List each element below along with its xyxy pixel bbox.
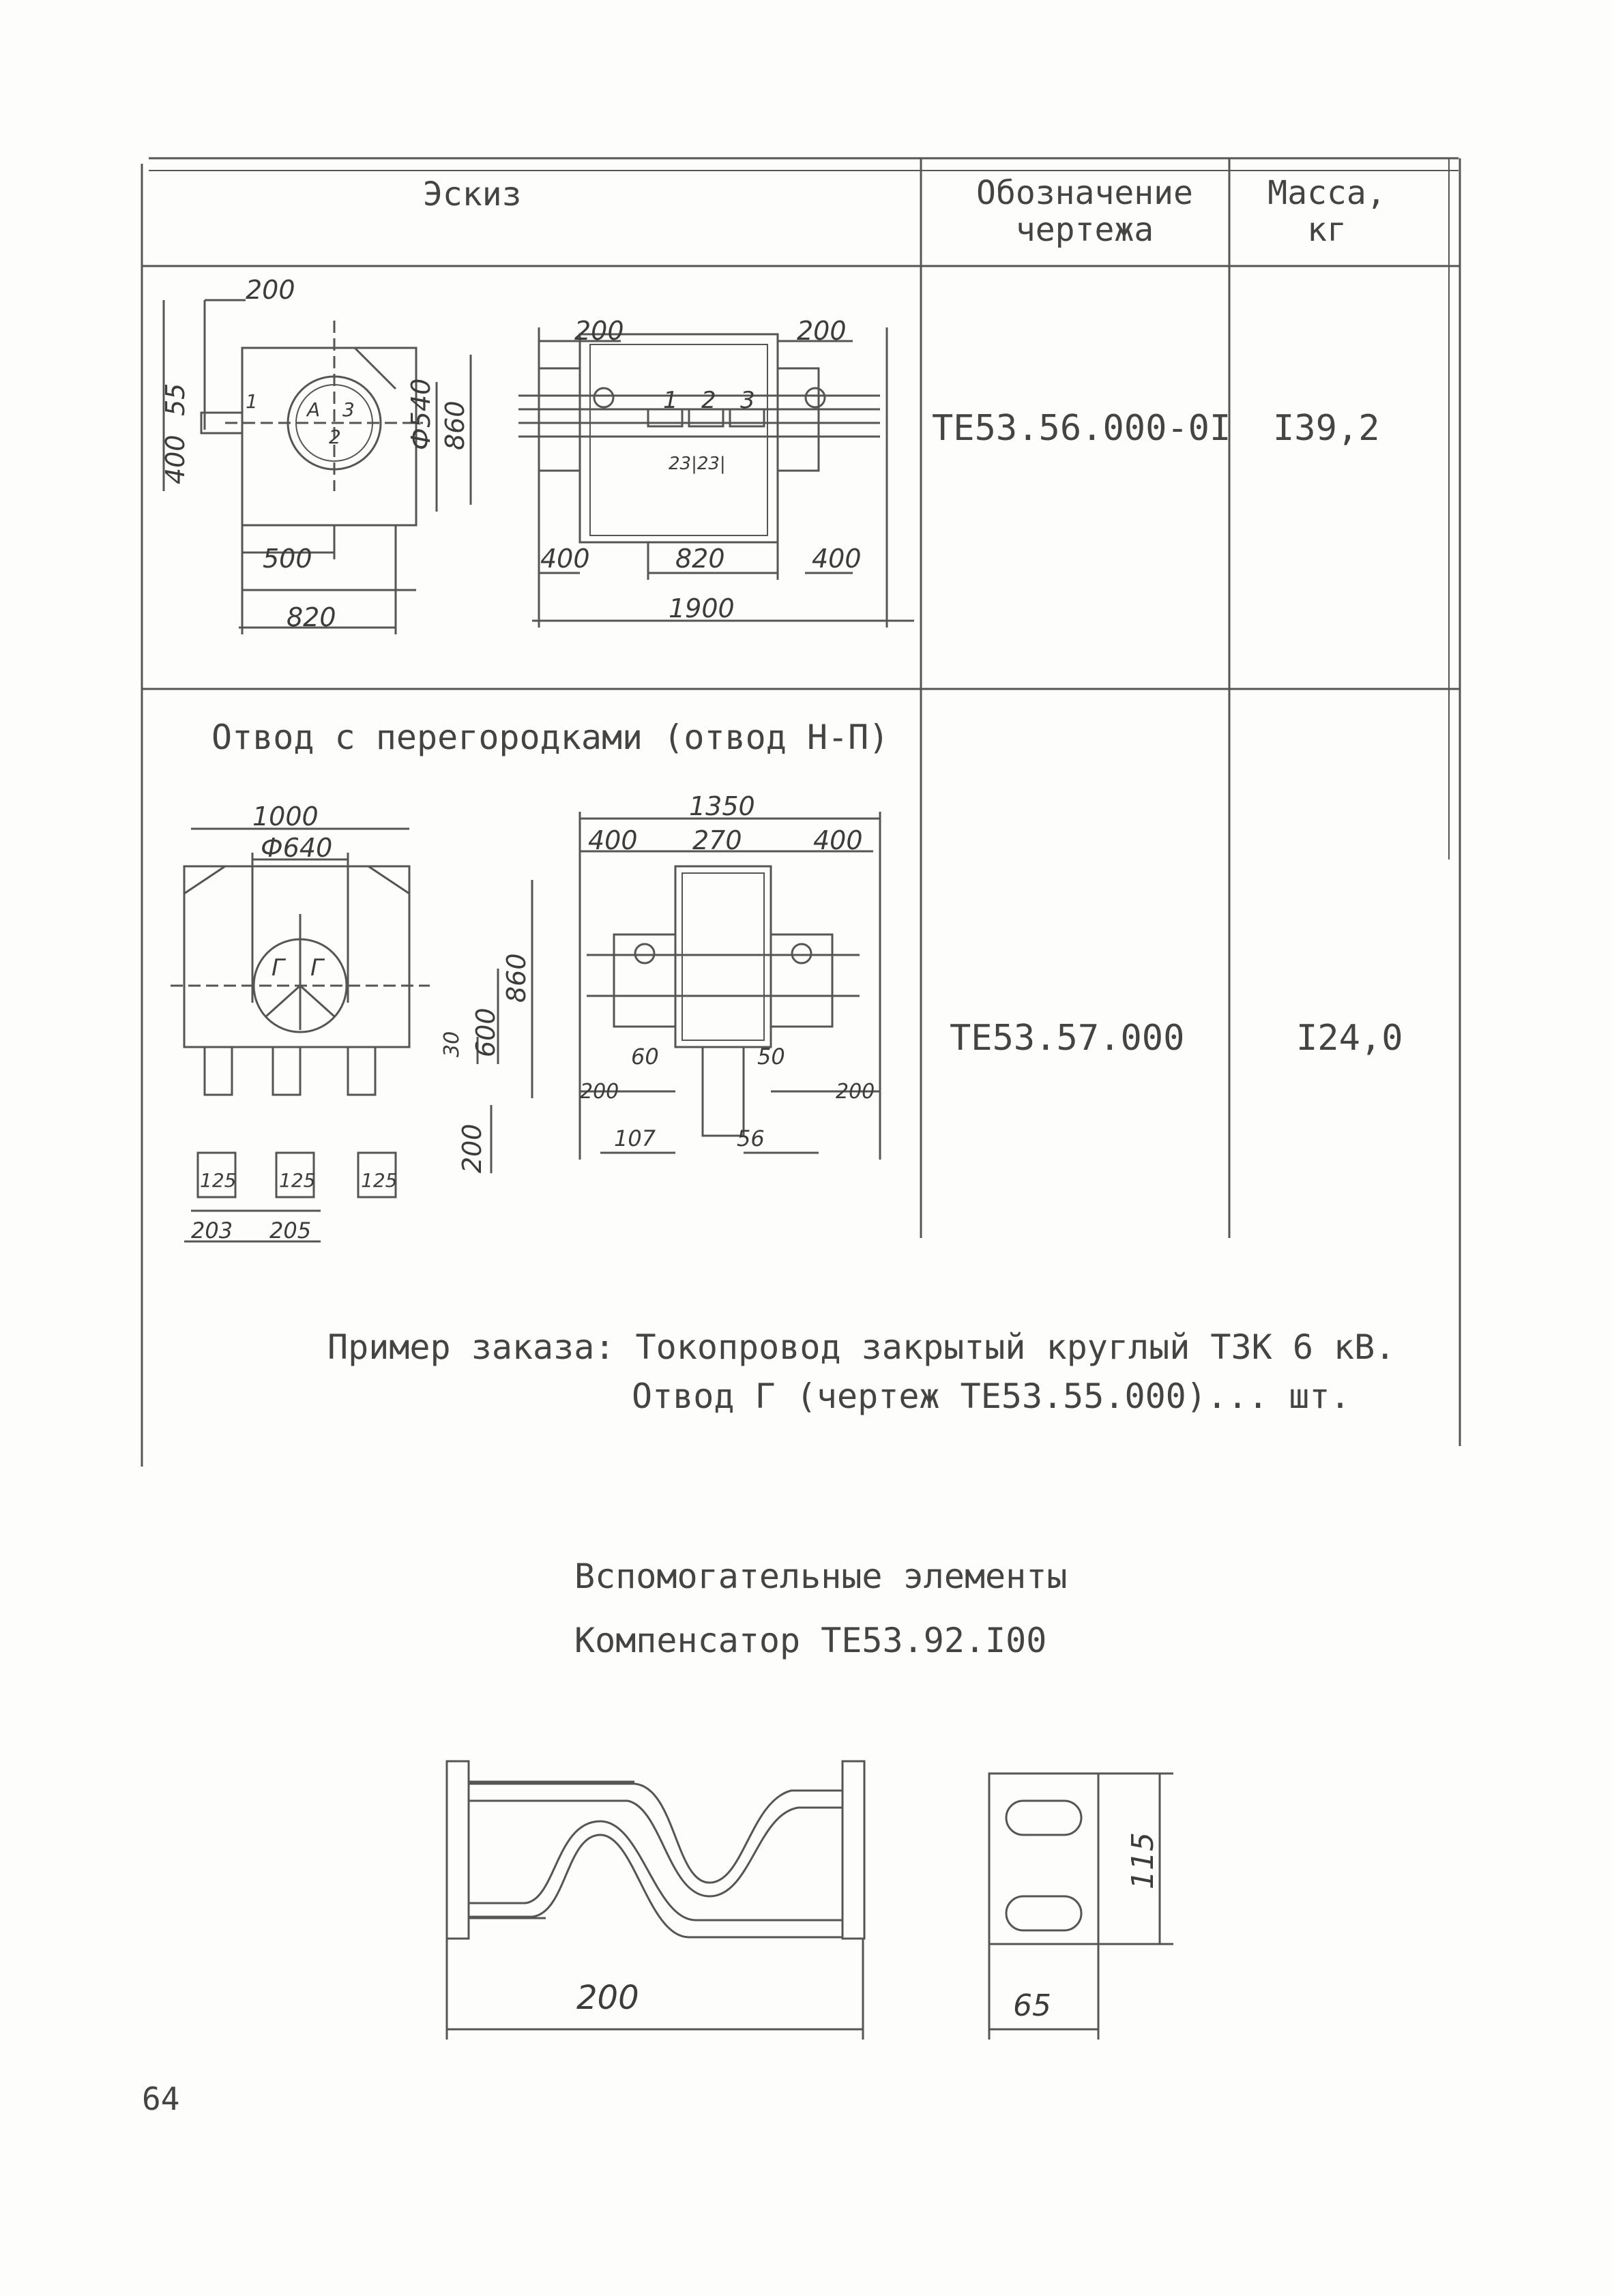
r1-circle-c: 2: [329, 426, 341, 448]
r2-dim-f7: 200: [580, 1080, 619, 1104]
row2-title: Отвод с перегородками (отвод Н-П): [211, 718, 890, 757]
r1-dim-d13: 1900: [669, 593, 735, 623]
r1-dim-d12: 400: [812, 544, 862, 574]
r2-dim-f1: 1350: [689, 791, 755, 821]
compensator-title: Компенсатор ТЕ53.92.I00: [574, 1621, 1047, 1660]
row1-mass: I39,2: [1273, 408, 1380, 449]
r1-dim-d4: Ф540: [406, 379, 436, 450]
aux-title: Вспомогательные элементы: [574, 1557, 1068, 1596]
page-number: 64: [142, 2080, 180, 2117]
row2-sketch-right: [578, 812, 881, 1160]
row1-sketch-left: [162, 299, 472, 634]
r2-dim-e3: 860: [501, 953, 531, 1003]
r2-dim-e10: 203: [191, 1218, 233, 1243]
r2-dim-f5: 60: [631, 1044, 659, 1070]
r2-dim-e9: 125: [361, 1169, 397, 1192]
r2-dim-f10: 56: [737, 1125, 765, 1151]
r1-marker: 1: [246, 390, 258, 413]
order-example-line2: Отвод Г (чертеж ТЕ53.55.000)... шт.: [632, 1377, 1351, 1416]
r1-dim-d6: 500: [263, 544, 312, 574]
r2-circle-g2: Г: [310, 954, 325, 982]
compensator-dim-height: 115: [1126, 1832, 1160, 1889]
r2-dim-f6: 50: [757, 1044, 785, 1070]
r1-inner-label: 23|23|: [669, 454, 726, 474]
order-example-line1: Пример заказа: Токопровод закрытый кругл…: [327, 1327, 1396, 1367]
r1-dim-d7: 820: [287, 602, 336, 632]
row2-sketch-left: [171, 827, 533, 1243]
r2-dim-e1: 1000: [252, 801, 319, 831]
r1-dim-d1: 200: [246, 275, 295, 305]
r1-dim-d10: 400: [540, 544, 590, 574]
r2-dim-e4: 600: [471, 1007, 501, 1057]
r2-dim-e5: 30: [440, 1031, 464, 1057]
r2-circle-g1: Г: [272, 954, 287, 982]
r1-phase-1: 1: [663, 387, 678, 414]
r1-dim-d9: 200: [797, 316, 847, 346]
header-mass-line2: кг: [1307, 211, 1347, 249]
row2-mass: I24,0: [1296, 1018, 1403, 1059]
row2-designation: ТЕ53.57.000: [950, 1018, 1185, 1059]
r1-circle-b: 3: [342, 398, 355, 421]
r2-dim-f3: 270: [692, 825, 742, 855]
r1-dim-d8: 200: [574, 316, 624, 346]
r1-dim-d2: 55: [160, 383, 190, 416]
compensator-dim-width: 65: [1013, 1988, 1051, 2023]
compensator-dim-length: 200: [576, 1979, 639, 2017]
compensator-front-view: [445, 1760, 866, 2040]
header-drawing-line1: Обозначение: [976, 174, 1193, 212]
r2-dim-f9: 107: [614, 1125, 656, 1151]
r1-circle-a: А: [306, 398, 320, 421]
r2-dim-e7: 125: [200, 1169, 236, 1192]
r2-dim-f8: 200: [836, 1080, 875, 1104]
header-mass: Масса, кг: [1248, 175, 1405, 248]
row1-designation: ТЕ53.56.000-0I: [932, 408, 1231, 449]
header-drawing-designation: Обозначение чертежа: [941, 175, 1228, 248]
r2-dim-f2: 400: [588, 825, 638, 855]
compensator-side-view: [988, 1772, 1173, 2040]
r1-dim-d3: 400: [160, 435, 190, 484]
header-sketch: Эскиз: [423, 175, 522, 214]
r2-dim-e2: Ф640: [261, 833, 332, 863]
r1-dim-d11: 820: [675, 544, 725, 574]
row1-sketch-right: [518, 327, 914, 628]
r2-dim-e6: 200: [457, 1123, 487, 1173]
r2-dim-e8: 125: [279, 1169, 315, 1192]
r1-phase-3: 3: [740, 387, 755, 414]
r2-dim-f4: 400: [813, 825, 863, 855]
header-drawing-line2: чертежа: [1015, 211, 1154, 249]
r1-phase-2: 2: [701, 387, 716, 414]
header-mass-line1: Масса,: [1267, 174, 1386, 212]
r1-dim-d5: 860: [440, 400, 470, 450]
r2-dim-e11: 205: [269, 1218, 311, 1243]
